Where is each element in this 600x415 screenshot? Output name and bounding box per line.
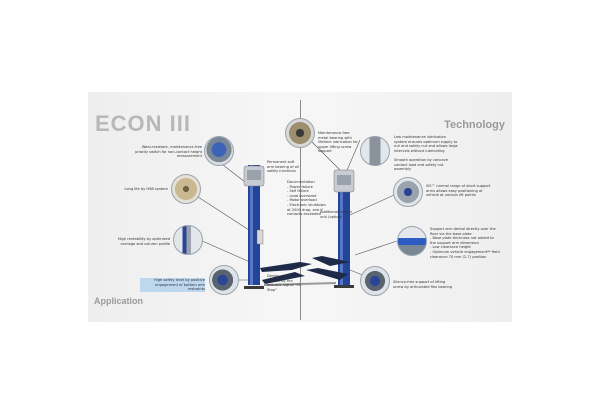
detail-circle-safety-lever [209,265,239,295]
caption-motor: Silence-free support of lifting screw by… [393,280,453,289]
section-title-technology: Technology [444,119,505,131]
detail-circle-support [397,226,427,256]
caption-control: Additional control unit (option) [320,210,352,219]
detail-circle-clearance [173,225,203,255]
caption-documentation: Documentation - Power failure - Self fai… [287,180,326,217]
page-divider [300,100,301,320]
caption-lubrication: Maintenance-free metal bearing with life… [318,131,358,154]
detail-circle-arms [393,177,423,207]
detail-circle-height [171,174,201,204]
caption-padded: Permanent soft arm bearing of all safety… [267,160,299,174]
caption-height: Long life by HSB system [124,187,168,191]
caption-hydraulic: Wear-resistant, maintenance-free priorit… [135,145,202,159]
caption-support: Support arm dental directly over the flo… [430,227,500,259]
caption-clearance: High rentability by optimized carriage a… [117,237,170,246]
detail-circle-lubrication [285,118,315,148]
caption-smooth: Smooth operation by concave contact load… [394,158,448,172]
caption-design: Design cover section by the acoustic sig… [267,274,303,292]
caption-low-maintenance: Low maintenance lubrication system ensur… [394,135,458,153]
caption-arms: SiS™ normal range of short support arms … [426,184,491,198]
section-label-application: Application [94,296,143,306]
detail-circle-motor [360,266,390,296]
caption-safety-lever: High safety level by positive engagement… [140,278,205,292]
detail-circle-low-maintenance [360,136,390,166]
product-title: ECON III [95,111,192,136]
detail-circle-hydraulic [204,136,234,166]
